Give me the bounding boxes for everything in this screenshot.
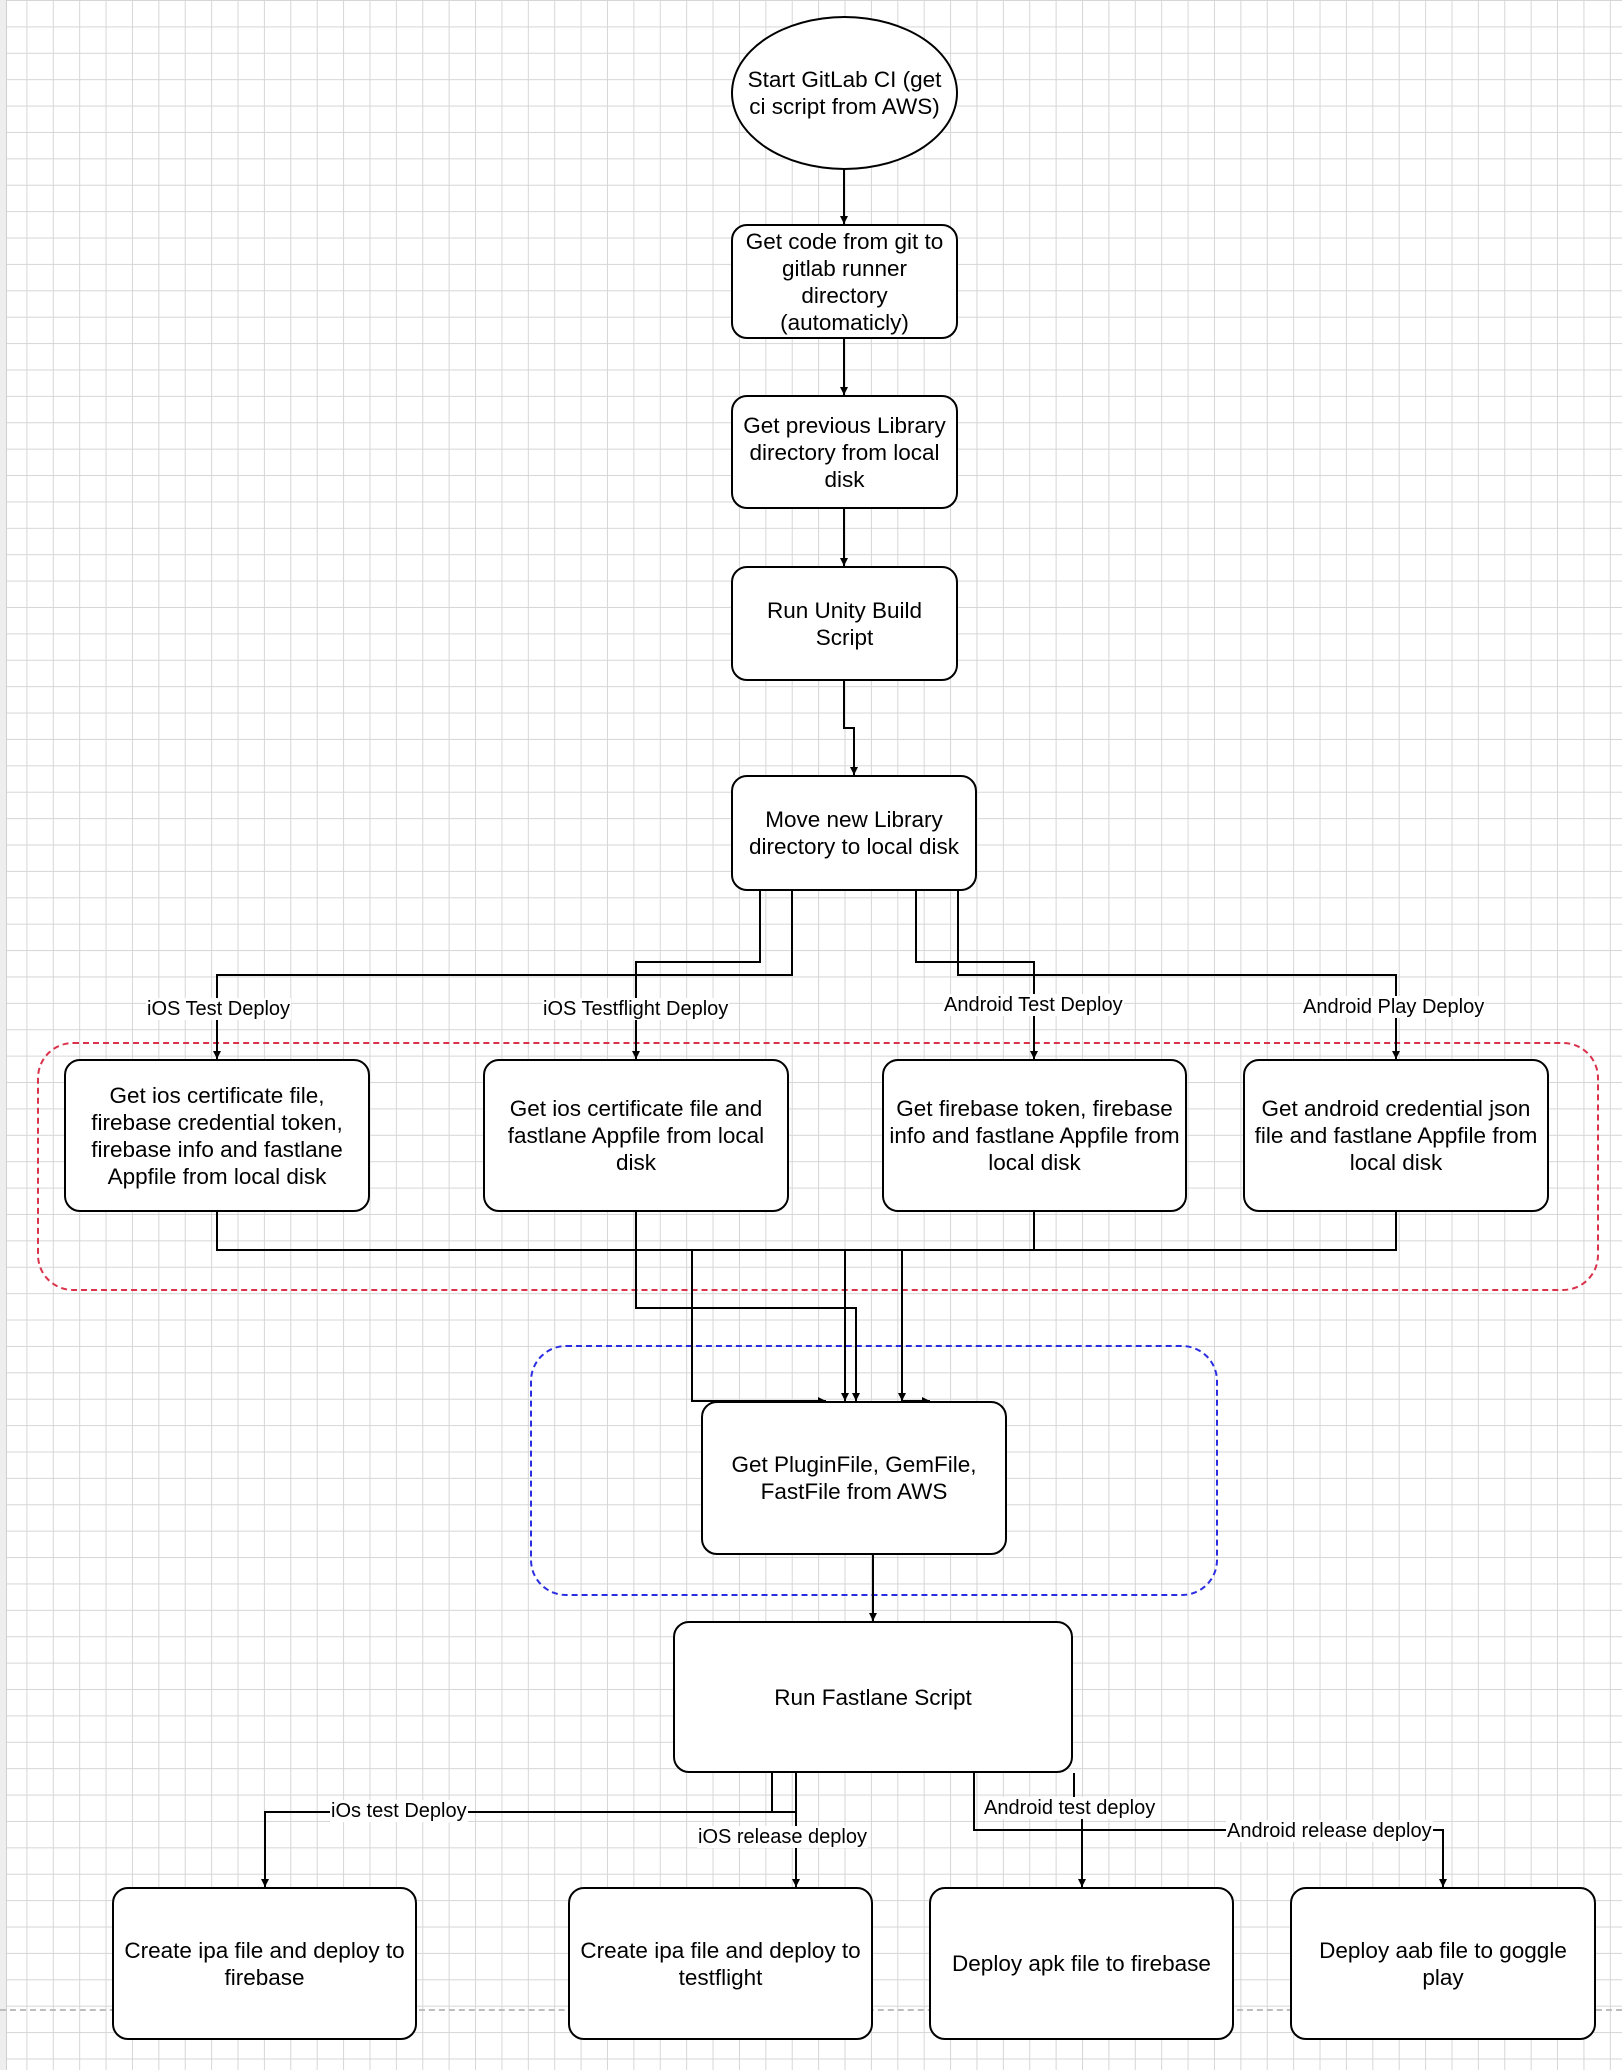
get-plugin-label: Get PluginFile, GemFile, FastFile from A… [731,1452,977,1504]
start-node[interactable]: Start GitLab CI (get ci script from AWS) [731,16,958,170]
edge-ios-testflight-to-plugin [635,1212,860,1401]
deploy-files-group[interactable] [37,1042,1599,1291]
edge-ios-test-to-plugin [216,1212,849,1401]
ios-testflight-files-label: Get ios certificate file and fastlane Ap… [507,1096,765,1175]
edge-label-android-release-deploy: Android release deploy [1226,1820,1433,1842]
edge-label-android-play-deploy: Android Play Deploy [1302,996,1486,1018]
run-unity-label: Run Unity Build Script [766,597,923,650]
edge-label-ios-testflight-deploy: iOS Testflight Deploy [542,998,730,1020]
edge-label-android-test-deploy: Android Test Deploy [943,994,1124,1016]
edge-android-play-to-plugin [845,1212,1397,1251]
get-code-label: Get code from git to gitlab runner direc… [745,228,944,335]
edge-move-to-android-play [957,891,1400,1059]
android-play-files-label: Get android credential json file and fas… [1254,1096,1538,1175]
edge-run-unity-to-move-library [843,681,858,775]
edge-label-ios-test-deploy: iOS Test Deploy [146,998,292,1020]
edge-move-to-ios-test [213,891,793,1059]
apk-firebase-label: Deploy apk file to firebase [952,1951,1211,1976]
edge-label-ios-test-deploy-lower: iOs test Deploy [330,1800,468,1822]
start-node-label: Start GitLab CI (get ci script from AWS) [747,67,942,119]
ipa-firebase-label: Create ipa file and deploy to firebase [124,1937,405,1990]
move-library-node[interactable]: Move new Library directory to local disk [731,775,977,891]
apk-firebase-node[interactable]: Deploy apk file to firebase [929,1887,1234,2040]
get-plugin-node[interactable]: Get PluginFile, GemFile, FastFile from A… [701,1401,1007,1555]
ipa-testflight-node[interactable]: Create ipa file and deploy to testflight [568,1887,873,2040]
run-unity-node[interactable]: Run Unity Build Script [731,566,958,681]
move-library-label: Move new Library directory to local disk [748,807,960,859]
android-play-files-node[interactable]: Get android credential json file and fas… [1243,1059,1549,1212]
run-fastlane-node[interactable]: Run Fastlane Script [673,1621,1073,1773]
android-test-files-node[interactable]: Get firebase token, firebase info and fa… [882,1059,1187,1212]
ios-test-files-label: Get ios certificate file, firebase crede… [91,1082,343,1189]
aab-play-label: Deploy aab file to goggle play [1319,1937,1567,1990]
get-code-node[interactable]: Get code from git to gitlab runner direc… [731,224,958,339]
edge-label-android-test-deploy-lower: Android test deploy [983,1797,1157,1819]
ios-testflight-files-node[interactable]: Get ios certificate file and fastlane Ap… [483,1059,789,1212]
ipa-testflight-label: Create ipa file and deploy to testflight [580,1937,861,1990]
edge-android-test-to-plugin [898,1212,1035,1401]
canvas-left-border [0,0,7,2070]
edge-fastlane-to-aab-play [973,1773,1447,1887]
edge-label-ios-release-deploy: iOS release deploy [697,1826,868,1848]
get-library-label: Get previous Library directory from loca… [743,412,946,492]
ios-test-files-node[interactable]: Get ios certificate file, firebase crede… [64,1059,370,1212]
edge-move-extra-to-plugin [691,1250,826,1405]
ipa-firebase-node[interactable]: Create ipa file and deploy to firebase [112,1887,417,2040]
aab-play-node[interactable]: Deploy aab file to goggle play [1290,1887,1596,2040]
edge-fastlane-to-ipa-firebase [261,1773,797,1887]
android-test-files-label: Get firebase token, firebase info and fa… [889,1096,1180,1175]
run-fastlane-label: Run Fastlane Script [774,1684,972,1710]
get-library-node[interactable]: Get previous Library directory from loca… [731,395,958,509]
